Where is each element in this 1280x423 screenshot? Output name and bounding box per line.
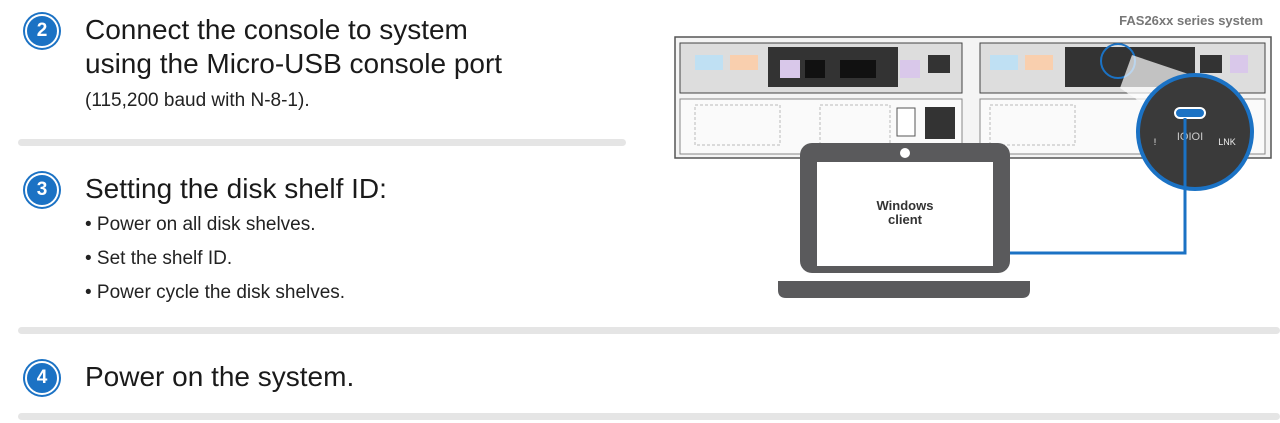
step-2-title-line2: using the Micro-USB console port — [85, 48, 503, 79]
usb-cable — [1010, 118, 1187, 255]
step-2-note: (115,200 baud with N-8-1). — [85, 90, 310, 111]
step-3-badge: 3 — [25, 173, 59, 207]
port-label: IOIOI — [1177, 131, 1203, 143]
magnifier-console-port: IOIOI LNK ! — [1136, 73, 1254, 191]
step-3-bullet: • Set the shelf ID. — [85, 248, 233, 269]
step-2-badge: 2 — [25, 14, 59, 48]
divider — [18, 139, 626, 146]
alert-label: ! — [1154, 137, 1157, 147]
divider — [18, 327, 1280, 334]
step-4-title: Power on the system. — [85, 361, 355, 392]
step-3-title: Setting the disk shelf ID: — [85, 173, 387, 204]
client-label-line2: client — [888, 212, 922, 227]
client-label-line1: Windows — [876, 198, 934, 213]
step-2-title-line1: Connect the console to system — [85, 14, 468, 45]
windows-client-label: Windows client — [850, 199, 960, 227]
divider — [18, 413, 1280, 420]
lnk-label: LNK — [1218, 137, 1236, 147]
step-3-bullet: • Power cycle the disk shelves. — [85, 282, 346, 303]
laptop-icon — [778, 143, 1030, 298]
step-3-bullet: • Power on all disk shelves. — [85, 214, 316, 235]
step-4-badge: 4 — [25, 361, 59, 395]
system-label: FAS26xx series system — [1119, 13, 1263, 28]
